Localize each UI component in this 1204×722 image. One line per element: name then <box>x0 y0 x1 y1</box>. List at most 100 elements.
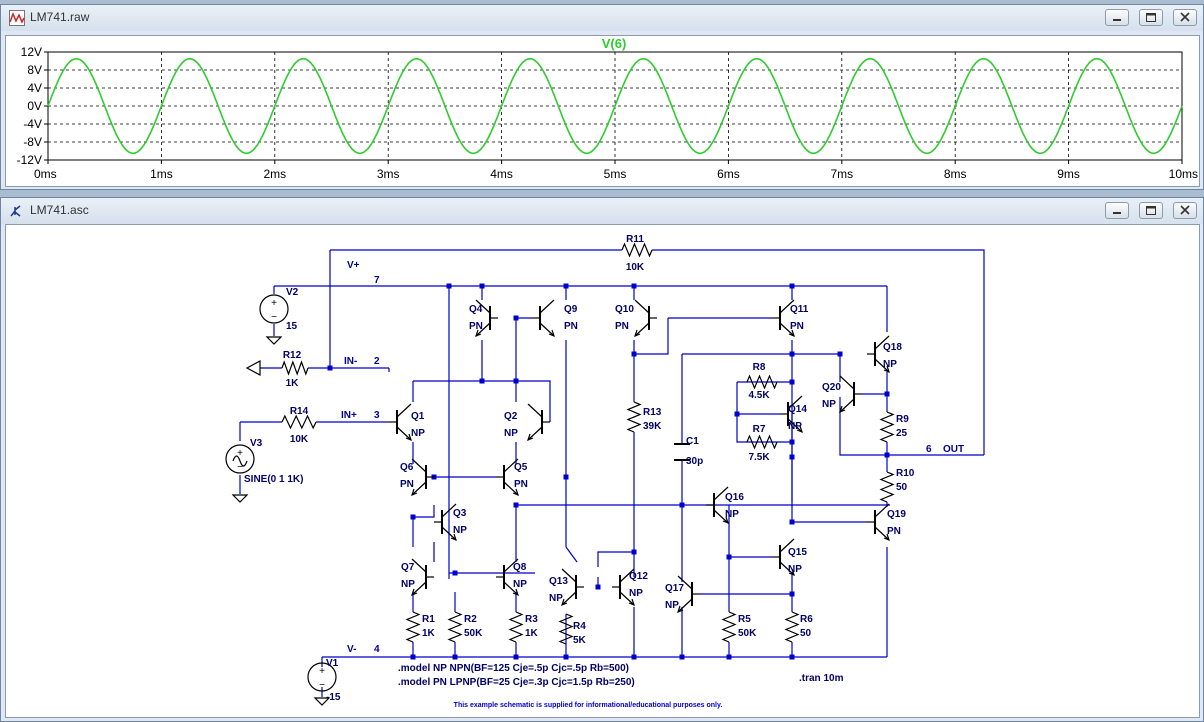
label-q1-ref: Q1 <box>411 411 425 422</box>
transistor-q11[interactable] <box>772 299 795 338</box>
junction-dot <box>563 654 569 660</box>
transistor-q20[interactable] <box>839 375 862 414</box>
label-q15-ref: Q15 <box>788 547 807 558</box>
y-tick-label: 12V <box>21 45 42 59</box>
transistor-q16[interactable] <box>706 486 729 525</box>
resistor-r2[interactable] <box>447 611 463 643</box>
label-q19-value: PN <box>887 526 901 537</box>
resistor-r9[interactable] <box>879 411 895 443</box>
y-tick-label: 8V <box>27 63 42 77</box>
junction-dot <box>884 391 890 397</box>
x-tick-label: 9ms <box>1057 167 1080 181</box>
label-q11-ref: Q11 <box>790 304 809 315</box>
waveform-titlebar[interactable]: LM741.raw <box>1 5 1203 31</box>
junction-dot <box>789 439 795 445</box>
resistor-r12[interactable] <box>281 360 309 376</box>
resistor-r4[interactable] <box>558 613 574 645</box>
x-tick-label: 0ms <box>34 167 57 181</box>
label-q11-value: PN <box>790 321 804 332</box>
resistor-r5[interactable] <box>721 611 737 643</box>
label-v1-value: -15 <box>326 692 341 703</box>
resistor-r11[interactable] <box>621 242 653 258</box>
transistor-q1[interactable] <box>389 403 412 442</box>
label-q3-ref: Q3 <box>453 508 467 519</box>
junction-dot <box>631 549 637 555</box>
resistor-r8[interactable] <box>746 374 778 390</box>
resistor-r10[interactable] <box>879 471 895 503</box>
label-r10-value: 50 <box>896 482 908 493</box>
close-button[interactable] <box>1173 9 1197 26</box>
transistor-q5[interactable] <box>496 458 519 497</box>
resistor-r6[interactable] <box>784 611 800 643</box>
resistor-r14[interactable] <box>281 414 317 430</box>
source-v1[interactable]: +− <box>307 662 337 692</box>
resistor-r1[interactable] <box>405 611 421 643</box>
transistor-q3[interactable] <box>434 503 457 542</box>
transistor-q15[interactable] <box>772 538 795 577</box>
junction-dot <box>513 502 519 508</box>
label-q13-ref: Q13 <box>549 576 568 587</box>
spice-directives: .model NP NPN(BF=125 Cje=.5p Cjc=.5p Rb=… <box>398 663 844 709</box>
label-q4-ref: Q4 <box>469 304 483 315</box>
maximize-button[interactable] <box>1139 9 1163 26</box>
y-tick-label: 0V <box>27 99 42 113</box>
label-q19-ref: Q19 <box>887 509 906 520</box>
junction-dot <box>452 654 458 660</box>
junction-dot <box>726 554 732 560</box>
net-out-label: OUT <box>943 444 964 455</box>
junction-dot <box>452 570 458 576</box>
net-6-label: 6 <box>926 444 932 455</box>
transistor-q19[interactable] <box>867 503 890 542</box>
svg-text:+: + <box>271 298 277 309</box>
minimize-button[interactable] <box>1105 9 1129 26</box>
transistor-q12[interactable] <box>612 568 635 607</box>
transistor-q18[interactable] <box>867 335 890 374</box>
label-r14-ref: R14 <box>290 406 309 417</box>
label-q12-value: NP <box>629 588 643 599</box>
junction-dot <box>789 519 795 525</box>
label-v3-value: SINE(0 1 1K) <box>244 474 303 485</box>
capacitor-c1[interactable] <box>674 443 690 461</box>
resistor-r3[interactable] <box>508 611 524 643</box>
resistor-r13[interactable] <box>626 401 642 433</box>
schematic-maximize-button[interactable] <box>1139 202 1163 219</box>
schematic-drawing[interactable]: +−+−+− V+ 7 IN- 2 IN+ 3 V- 4 6 OUT V215V… <box>6 225 1199 717</box>
schematic-titlebar[interactable]: LM741.asc <box>1 198 1203 224</box>
model-pn-directive[interactable]: .model PN LPNP(BF=25 Cje=.3p Cjc=1.5p Rb… <box>398 677 635 688</box>
label-r6-value: 50 <box>800 628 812 639</box>
transistor-q10[interactable] <box>634 299 657 338</box>
transistor-q2[interactable] <box>527 403 550 442</box>
source-v2[interactable]: +− <box>259 294 289 324</box>
transistor-q9[interactable] <box>532 299 555 338</box>
label-r9-ref: R9 <box>896 414 909 425</box>
transistor-q14[interactable] <box>780 395 803 434</box>
tran-directive[interactable]: .tran 10m <box>799 673 844 684</box>
transistor-q13[interactable] <box>561 568 584 607</box>
junction-dot <box>734 411 740 417</box>
label-q2-ref: Q2 <box>504 411 518 422</box>
label-q17-ref: Q17 <box>665 583 684 594</box>
label-q3-value: NP <box>453 525 467 536</box>
transistor-q17[interactable] <box>677 575 700 614</box>
junction-dot <box>479 378 485 384</box>
transistor-q4[interactable] <box>475 299 498 338</box>
trace-label[interactable]: V(6) <box>602 36 627 51</box>
schematic-window-title: LM741.asc <box>30 203 89 217</box>
transistor-q7[interactable] <box>411 558 434 597</box>
model-np-directive[interactable]: .model NP NPN(BF=125 Cje=.5p Cjc=.5p Rb=… <box>398 663 629 674</box>
input-port-inminus[interactable] <box>245 359 261 377</box>
source-v3[interactable]: +− <box>225 444 255 474</box>
label-c1-ref: C1 <box>686 436 699 447</box>
resistor-r7[interactable] <box>746 434 778 450</box>
schematic-close-button[interactable] <box>1173 202 1197 219</box>
transistor-q8[interactable] <box>496 558 519 597</box>
svg-text:−: − <box>271 312 277 323</box>
x-tick-label: 6ms <box>717 167 740 181</box>
schematic-minimize-button[interactable] <box>1105 202 1129 219</box>
trace-v6[interactable] <box>47 58 1183 155</box>
transistor-q6[interactable] <box>411 458 434 497</box>
